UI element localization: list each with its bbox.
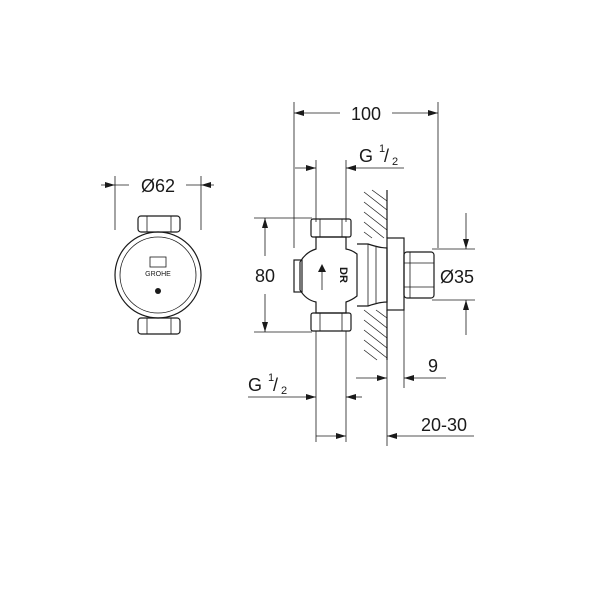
body-height-label: 80 — [255, 266, 275, 286]
cap-diameter-label: Ø35 — [440, 267, 474, 287]
front-view: Ø62 GROHE — [101, 176, 214, 335]
grohe-logo: GROHE — [145, 256, 171, 278]
push-button-dot — [155, 288, 161, 294]
wall-hatching-upper — [363, 189, 388, 239]
side-view: 100 G 1 / 2 80 — [248, 102, 475, 446]
wall-rosette-plate — [386, 237, 405, 311]
front-rosette-outer — [114, 231, 202, 319]
push-button-cap — [403, 251, 435, 299]
front-bottom-nut — [137, 317, 181, 335]
bottom-thread-slash: / — [273, 375, 278, 395]
cap-diameter-dimension: Ø35 — [432, 213, 475, 335]
body-marking: DR — [337, 267, 349, 283]
top-thread-dimension: G 1 / 2 — [295, 143, 404, 222]
top-thread-slash: / — [384, 146, 389, 166]
plate-thickness-dimension: 9 — [356, 310, 446, 388]
bottom-thread-numerator: 1 — [268, 372, 274, 384]
grohe-logo-text: GROHE — [145, 271, 171, 278]
bottom-thread-denominator: 2 — [281, 385, 287, 397]
front-top-nut — [137, 215, 181, 233]
wall-range-dimension: 20-30 — [316, 360, 474, 446]
overall-depth-dimension: 100 — [293, 102, 439, 248]
front-diameter-label: Ø62 — [141, 176, 175, 196]
bottom-thread-g: G — [248, 375, 262, 395]
body-height-dimension: 80 — [254, 217, 312, 333]
overall-depth-label: 100 — [351, 104, 381, 124]
top-thread-denominator: 2 — [392, 156, 398, 168]
top-thread-g: G — [359, 146, 373, 166]
valve-body: DR — [293, 218, 388, 332]
wall-range-label: 20-30 — [421, 415, 467, 435]
wall-hatching-lower — [363, 309, 388, 361]
top-thread-numerator: 1 — [379, 143, 385, 155]
front-diameter-dimension: Ø62 — [101, 176, 214, 230]
front-rosette-inner — [119, 236, 197, 314]
bottom-thread-dimension: G 1 / 2 — [248, 331, 362, 442]
plate-thickness-label: 9 — [428, 356, 438, 376]
